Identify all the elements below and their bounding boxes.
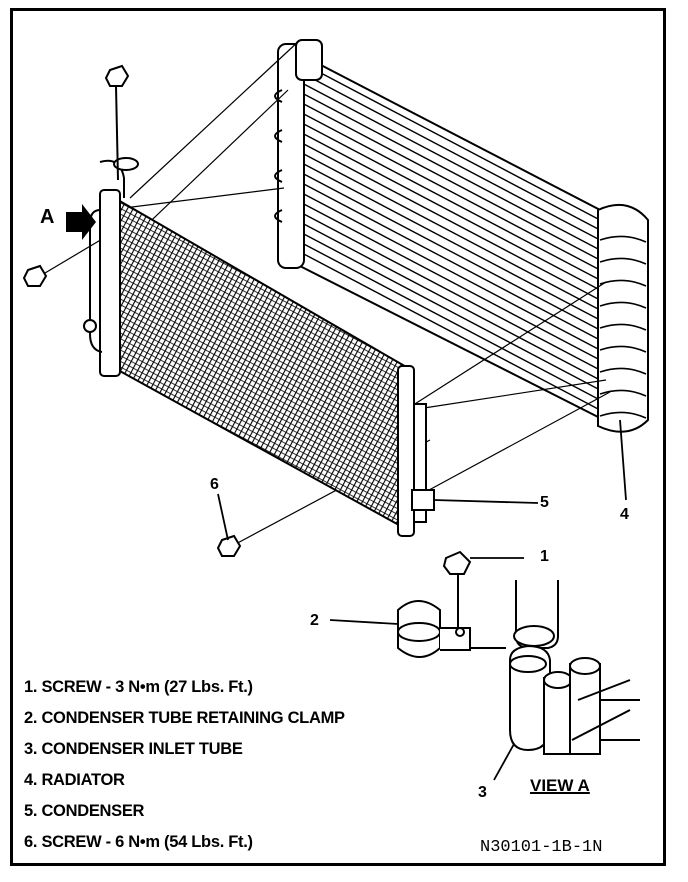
callout-6: 6 bbox=[210, 476, 219, 493]
view-arrow-label: A bbox=[40, 206, 55, 228]
view-a-label: VIEW A bbox=[530, 776, 590, 795]
view-arrow-icon bbox=[66, 204, 96, 240]
callout-3: 3 bbox=[478, 784, 487, 801]
legend-item: 3. CONDENSER INLET TUBE bbox=[24, 740, 243, 758]
leader-lines bbox=[217, 419, 627, 781]
screw-six bbox=[216, 534, 242, 557]
legend-item: 6. SCREW - 6 N•m (54 Lbs. Ft.) bbox=[24, 833, 253, 851]
callout-5: 5 bbox=[540, 494, 549, 511]
figure-code: N30101-1B-1N bbox=[480, 838, 603, 857]
legend-item: 4. RADIATOR bbox=[24, 771, 125, 789]
screw-left bbox=[22, 264, 48, 287]
radiator bbox=[274, 39, 649, 433]
condenser-mount bbox=[411, 489, 435, 511]
view-a-detail bbox=[397, 550, 640, 755]
legend-item: 1. SCREW - 3 N•m (27 Lbs. Ft.) bbox=[24, 678, 253, 696]
callout-4: 4 bbox=[620, 506, 629, 523]
condenser bbox=[83, 157, 427, 537]
screw-top bbox=[104, 64, 130, 181]
legend-item: 2. CONDENSER TUBE RETAINING CLAMP bbox=[24, 709, 345, 727]
callout-1: 1 bbox=[540, 548, 549, 565]
callout-2: 2 bbox=[310, 612, 319, 629]
parts-legend: 1. SCREW - 3 N•m (27 Lbs. Ft.) 2. CONDEN… bbox=[24, 672, 464, 858]
legend-item: 5. CONDENSER bbox=[24, 802, 145, 820]
radiator-tubes bbox=[299, 61, 601, 411]
